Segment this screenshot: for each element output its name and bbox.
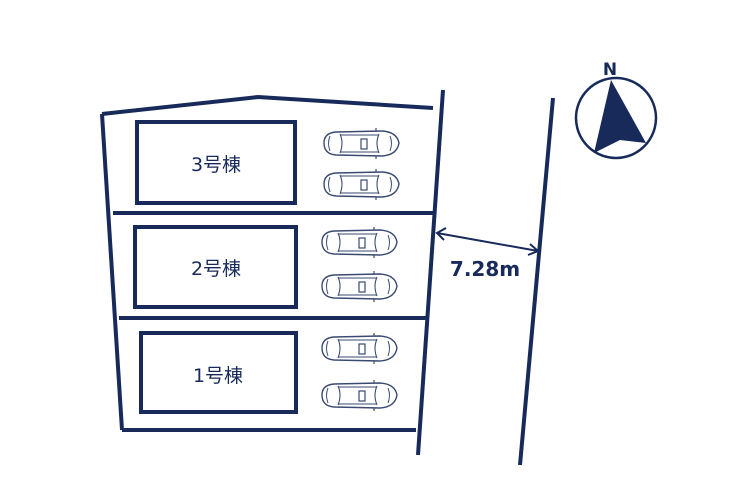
parking-car-icon bbox=[321, 332, 398, 365]
lot-3: 3号棟 bbox=[135, 120, 400, 205]
building-2 bbox=[133, 225, 298, 309]
compass-north-label: N bbox=[603, 60, 617, 80]
lot-3-label: 3号棟 bbox=[191, 154, 241, 176]
building-1 bbox=[139, 331, 298, 414]
north-arrow-icon: N bbox=[574, 60, 658, 160]
lot-2: 2号棟 bbox=[133, 225, 398, 309]
lot-2-label: 2号棟 bbox=[191, 258, 241, 280]
lot-1-label: 1号棟 bbox=[193, 365, 243, 387]
road-edge bbox=[518, 97, 555, 466]
site-boundary bbox=[100, 89, 445, 456]
building-3 bbox=[135, 120, 297, 205]
parking-car-icon bbox=[323, 168, 400, 201]
parking-car-icon bbox=[321, 270, 398, 303]
parking-car-icon bbox=[323, 127, 400, 160]
parking-car-icon bbox=[321, 379, 398, 412]
road-width-label: 7.28m bbox=[450, 257, 520, 281]
road-width-dimension: 7.28m bbox=[435, 227, 540, 281]
parking-car-icon bbox=[321, 226, 398, 259]
lot-1: 1号棟 bbox=[139, 331, 398, 414]
